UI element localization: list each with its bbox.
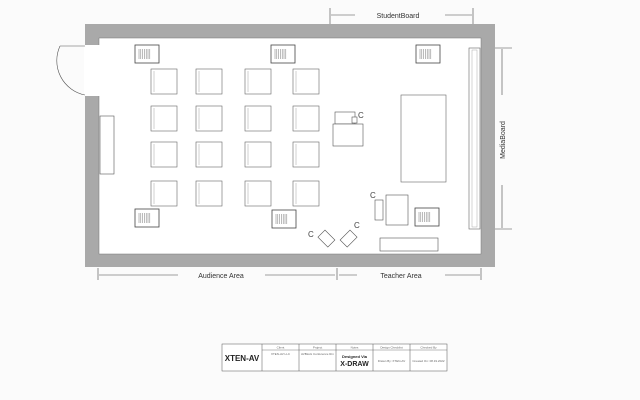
chair: [292, 105, 320, 132]
student-desk: [415, 44, 441, 64]
title-block-header: Client: [277, 346, 285, 350]
door-swing: [56, 45, 86, 96]
media-board-inner: [471, 49, 478, 228]
title-block-value: AVBlock Conference Rm: [301, 352, 334, 356]
title-block-value: Drawn By: XTEN-AV: [378, 359, 405, 363]
title-block-header: Design Checklist: [380, 346, 403, 350]
media-board-label: MediaBoard: [500, 121, 507, 159]
title-block-header: Project: [313, 346, 323, 350]
chair: [150, 180, 178, 207]
student-desk: [271, 209, 297, 229]
dimension-lines: [97, 8, 512, 280]
logo: XTEN-AV: [225, 354, 260, 363]
svg-text:C: C: [370, 191, 376, 200]
chair: [195, 141, 223, 168]
chair: [244, 68, 272, 95]
chair: [150, 105, 178, 132]
door-opening: [84, 45, 100, 96]
chair: [195, 68, 223, 95]
chair: [292, 68, 320, 95]
student-desk: [134, 208, 160, 228]
title-block-value: XTEN-AV LLC: [271, 352, 291, 356]
chair: [244, 105, 272, 132]
media-board: [468, 47, 481, 230]
chair: [244, 141, 272, 168]
podium-equipment: C C C C: [308, 111, 439, 252]
student-board-label: StudentBoard: [377, 13, 420, 20]
title-block-header: Checked By: [420, 346, 437, 350]
teacher-desk: [400, 94, 447, 183]
chair: [150, 68, 178, 95]
chair: [244, 180, 272, 207]
svg-text:C: C: [354, 221, 360, 230]
chair: [292, 141, 320, 168]
student-desk: [134, 44, 160, 64]
svg-text:C: C: [308, 230, 314, 239]
chair: [292, 180, 320, 207]
student-desk: [270, 44, 296, 64]
title-block-value: Designed Via: [342, 354, 368, 359]
chair: [195, 105, 223, 132]
chair: [150, 141, 178, 168]
chair: [195, 180, 223, 207]
title-block-value: Created On: 08.19.2022: [412, 359, 445, 363]
side-cabinet: [99, 115, 115, 175]
xdraw-logo: X-DRAW: [340, 361, 369, 368]
title-block-header: Notes: [351, 346, 359, 350]
svg-text:C: C: [358, 111, 364, 120]
student-desk: [414, 207, 440, 227]
audience-area-label: Audience Area: [198, 273, 244, 280]
teacher-area-label: Teacher Area: [380, 273, 421, 280]
